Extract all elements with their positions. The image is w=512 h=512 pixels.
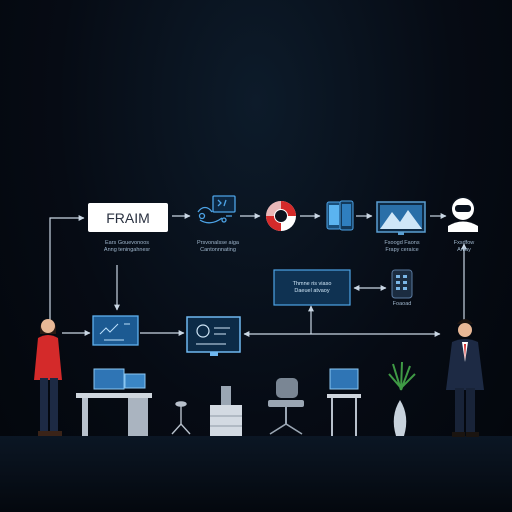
info-box[interactable] (273, 269, 351, 306)
phone-pair-icon (326, 200, 354, 231)
stool (171, 401, 191, 435)
robot-icon (448, 196, 478, 232)
label-under-robot: Fxsdfow Anlay (453, 240, 475, 253)
info-box-text: Thmne ris viaso Daeuel atvaoy (292, 281, 332, 294)
desk-workstation (76, 368, 152, 436)
label-under-monitor: Fsoogd Faons Frapy ceraice (384, 240, 420, 253)
man-figure (446, 319, 484, 437)
small-screen-icon (92, 315, 139, 346)
lifebuoy-icon (266, 201, 296, 231)
label-under-main: Ears Gouevonoos Anng teningahnesr (103, 240, 151, 253)
label-under-flow: Prsvonalsse aiga Cantonnnating (197, 240, 239, 253)
main-box-label: FRAIM (106, 210, 150, 226)
main-box[interactable]: FRAIM (88, 203, 168, 232)
phone-label: Foaoad (392, 301, 412, 307)
office-chair (268, 378, 304, 435)
left-feedback-line (49, 215, 85, 330)
flow-icon (197, 195, 236, 224)
plant-vase (388, 361, 416, 436)
small-phone-icon (391, 269, 413, 299)
connector-lines (49, 213, 467, 337)
mountain-monitor-icon (376, 201, 426, 235)
filing-cabinet (210, 386, 242, 436)
floor (0, 436, 512, 512)
standing-desk (327, 368, 361, 436)
central-monitor-icon (186, 316, 241, 356)
woman-figure (34, 319, 62, 436)
